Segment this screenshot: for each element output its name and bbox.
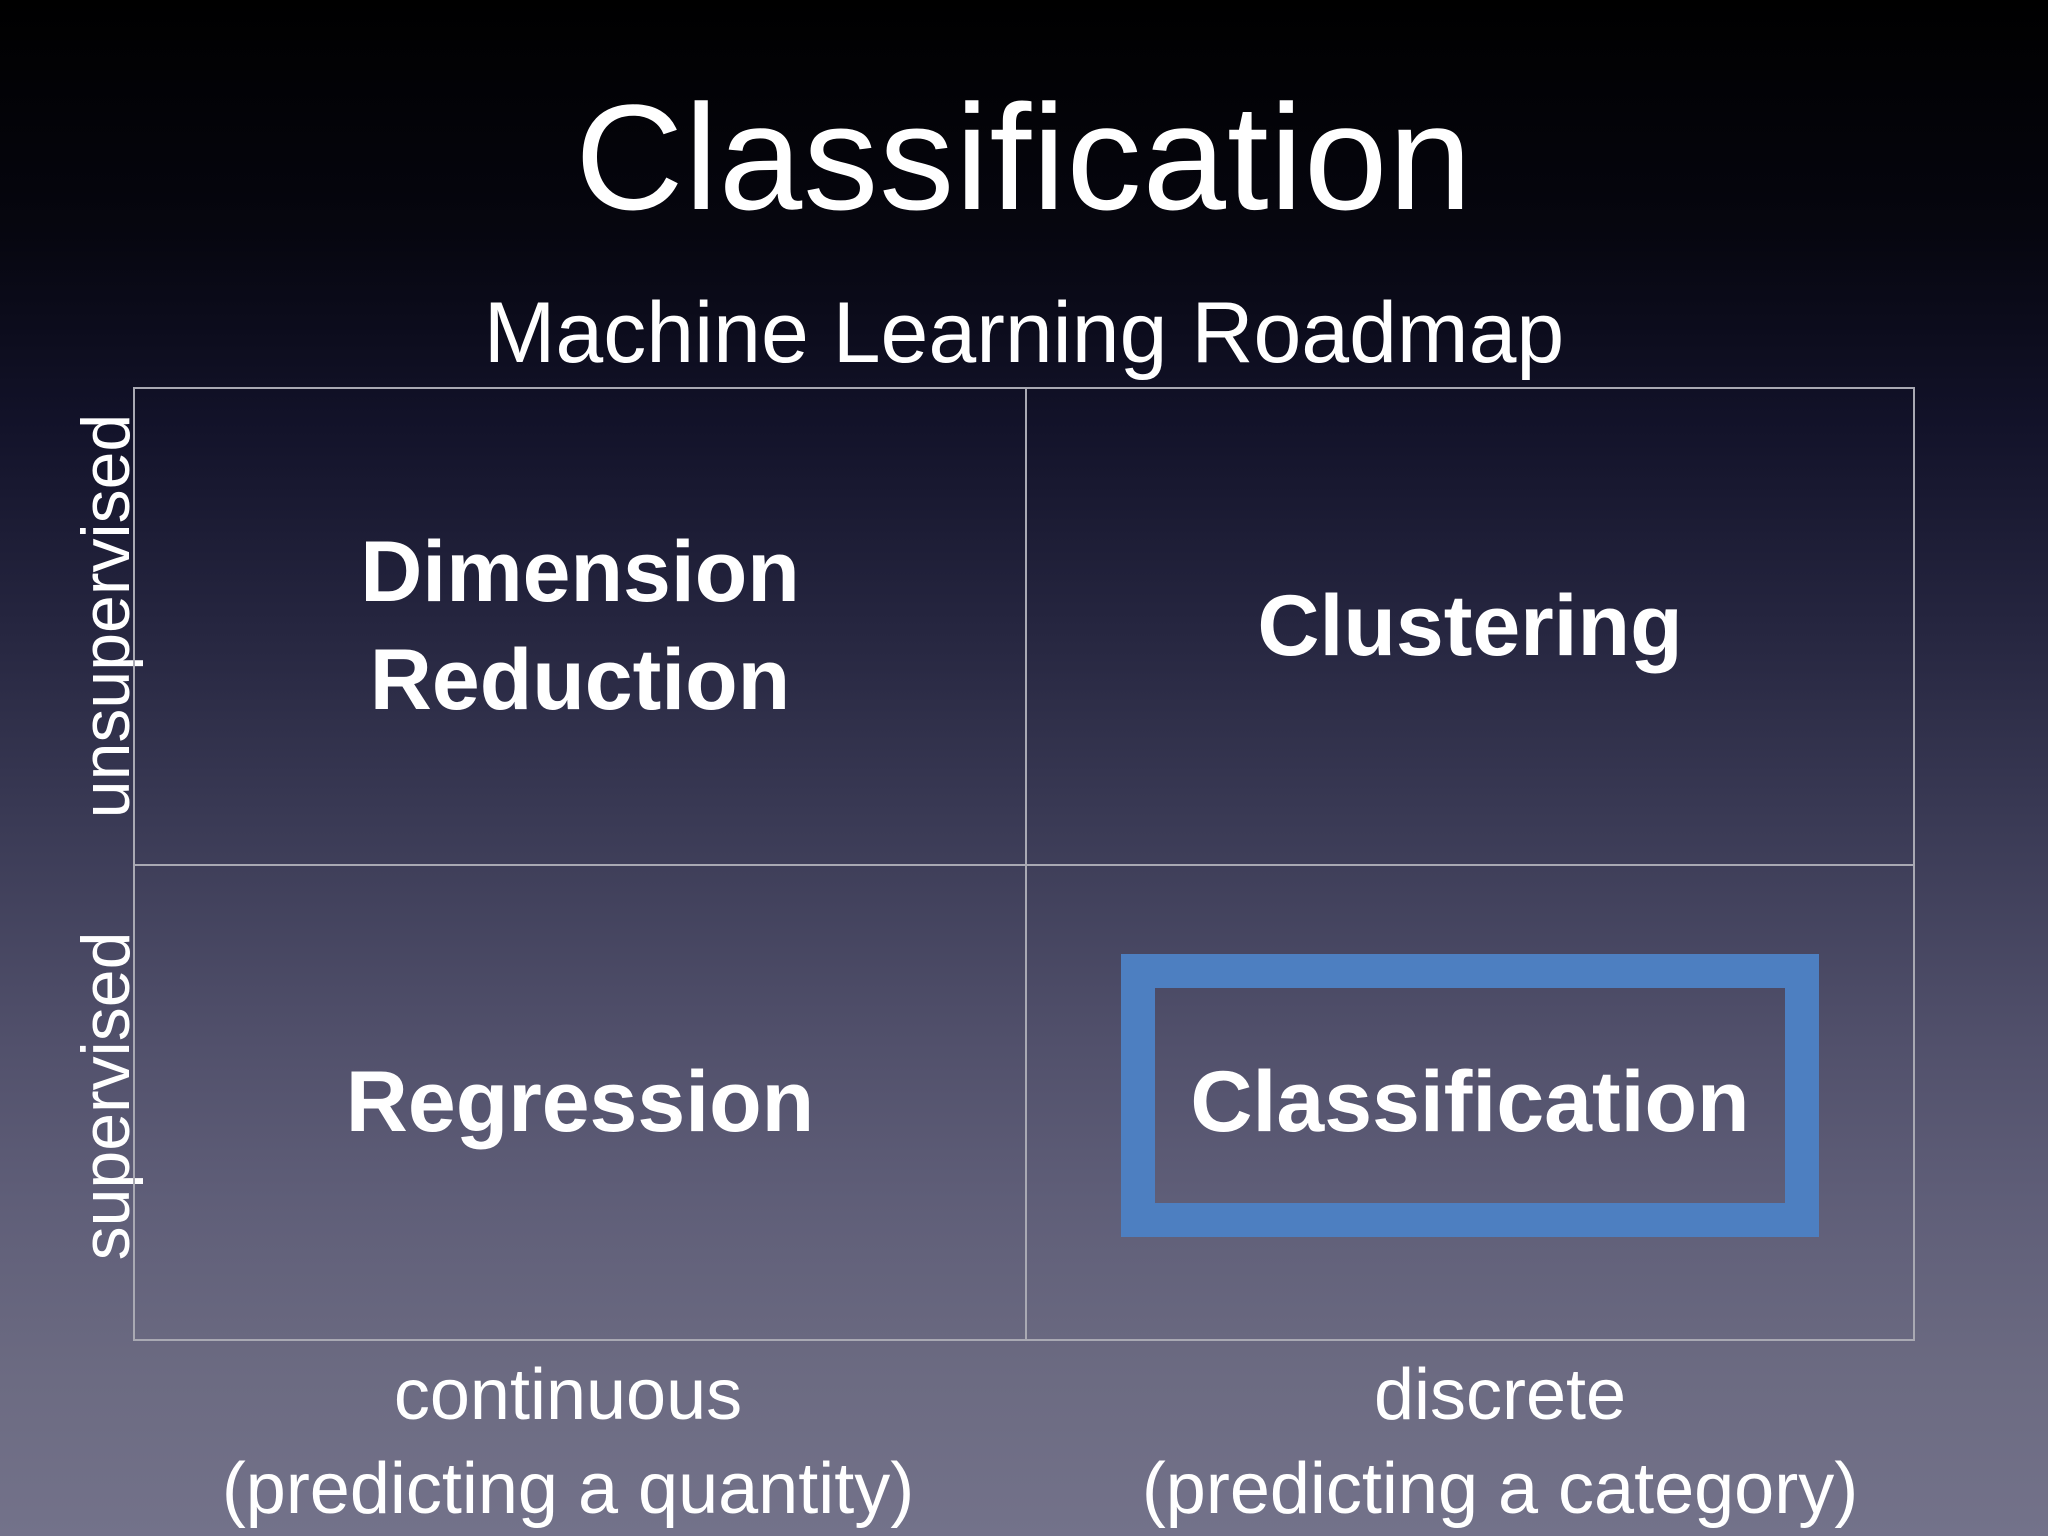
- cell-regression: Regression: [135, 866, 1025, 1339]
- column-label-discrete: discrete (predicting a category): [1060, 1348, 1940, 1536]
- cell-clustering: Clustering: [1027, 389, 1913, 864]
- cell-dimension-reduction-line1: Dimension: [360, 524, 800, 620]
- cell-clustering-label: Clustering: [1257, 577, 1683, 674]
- slide-subtitle: Machine Learning Roadmap: [483, 285, 1565, 381]
- column-label-discrete-sub: (predicting a category): [1141, 1449, 1859, 1529]
- column-label-discrete-title: discrete: [1373, 1355, 1627, 1435]
- matrix-horizontal-divider: [135, 864, 1913, 866]
- slide-title: Classification: [575, 73, 1473, 241]
- roadmap-matrix: Dimension Reduction Clustering Regressio…: [133, 387, 1915, 1341]
- column-label-continuous-title: continuous: [393, 1355, 743, 1435]
- classification-highlight-box: [1121, 954, 1819, 1237]
- cell-classification: Classification: [1027, 866, 1913, 1339]
- cell-dimension-reduction-line2: Reduction: [369, 631, 791, 728]
- row-label-supervised: supervised: [68, 931, 144, 1261]
- column-label-continuous: continuous (predicting a quantity): [133, 1348, 1003, 1536]
- cell-regression-label: Regression: [345, 1053, 815, 1150]
- column-label-continuous-sub: (predicting a quantity): [221, 1449, 915, 1529]
- cell-dimension-reduction: Dimension Reduction: [135, 389, 1025, 864]
- cell-classification-label: Classification: [1190, 1053, 1750, 1150]
